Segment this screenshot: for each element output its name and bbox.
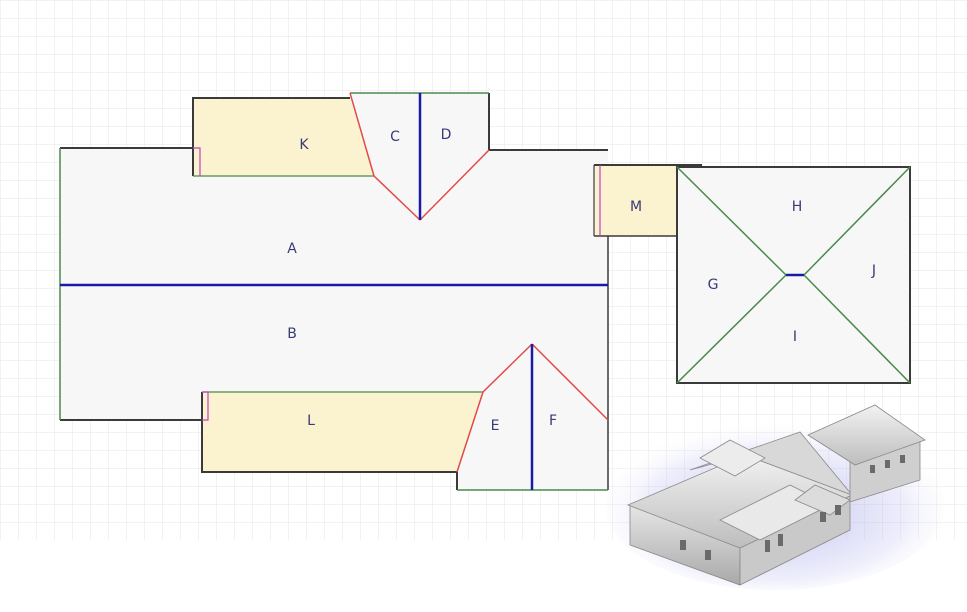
label-m: M <box>630 199 642 215</box>
label-h: H <box>792 199 803 215</box>
label-b: B <box>287 326 297 342</box>
label-i: I <box>793 329 797 345</box>
label-a: A <box>287 241 297 257</box>
plane-labels: A B C D E F G H I J K L M <box>287 127 876 434</box>
main-roof <box>59 92 609 491</box>
label-l: L <box>307 413 315 429</box>
label-g: G <box>708 277 719 293</box>
label-c: C <box>390 129 400 145</box>
label-f: F <box>549 413 557 429</box>
plane-l <box>202 392 483 472</box>
label-k: K <box>299 137 309 153</box>
house-3d-preview-icon <box>605 404 945 590</box>
hip-roof <box>676 166 911 384</box>
plane-k <box>193 98 374 176</box>
label-e: E <box>491 418 500 434</box>
label-d: D <box>441 127 452 143</box>
label-j: J <box>871 263 876 279</box>
